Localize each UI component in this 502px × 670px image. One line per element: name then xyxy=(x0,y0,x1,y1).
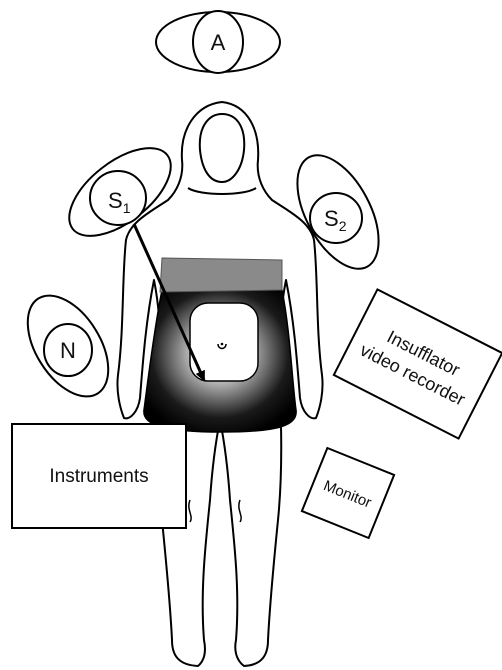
surgeon-2-letter: S xyxy=(324,206,339,231)
surgeon-2-subscript: 2 xyxy=(339,218,347,234)
nurse-label: N xyxy=(60,338,76,363)
surgeon-1-subscript: 1 xyxy=(123,200,131,216)
drape-top-fold xyxy=(160,258,282,292)
surgical-drape xyxy=(144,258,296,432)
anesthesiologist-label: A xyxy=(211,30,226,55)
patient-face xyxy=(200,114,244,182)
monitor-unit: Monitor xyxy=(302,448,394,538)
surgeon-1-letter: S xyxy=(108,188,123,213)
navel-dot-icon xyxy=(221,343,224,346)
instruments-label: Instruments xyxy=(49,466,148,487)
insufflator-unit: Insufflator video recorder xyxy=(334,289,502,438)
insufflator-box xyxy=(334,289,502,438)
